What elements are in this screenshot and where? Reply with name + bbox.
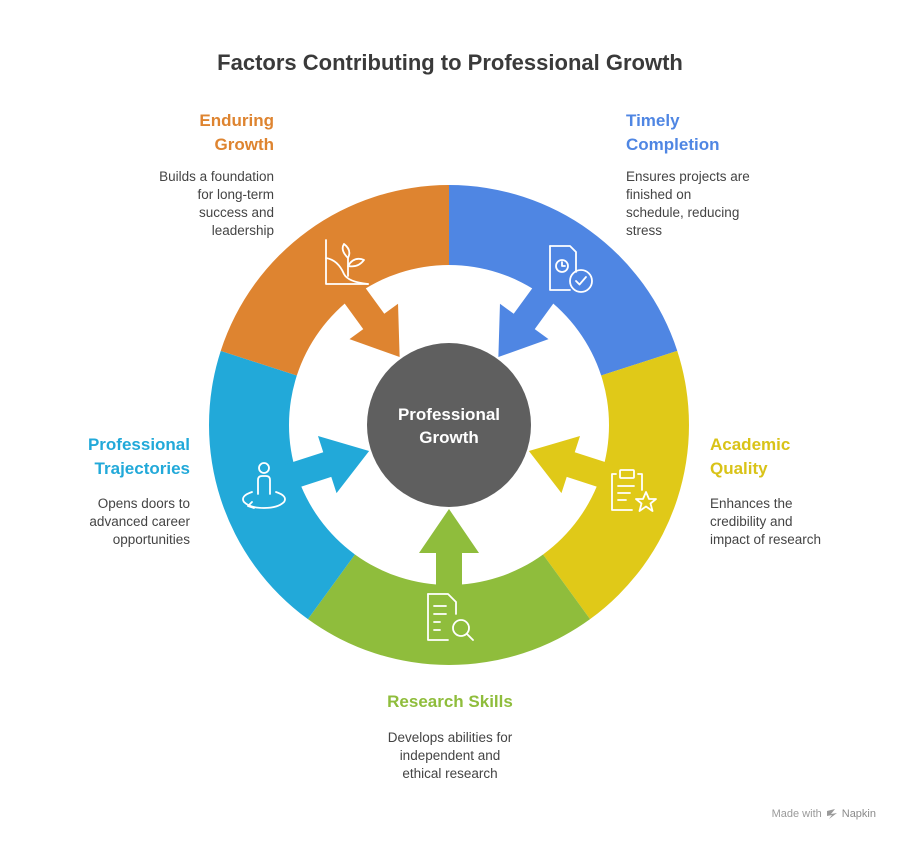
clipboard-star-icon — [611, 469, 657, 512]
desc-timely-completion: Ensures projects are finished on schedul… — [626, 168, 750, 240]
desc-line: for long-term — [197, 187, 274, 202]
page-title: Factors Contributing to Professional Gro… — [217, 50, 683, 75]
footer-brand: Napkin — [841, 808, 876, 820]
label-line: Timely — [626, 111, 680, 130]
desc-professional-trajectories: Opens doors to advanced career opportuni… — [20, 495, 190, 549]
arrow-timely — [498, 279, 560, 358]
ring-segment-academic — [543, 350, 689, 620]
desc-line: finished on — [626, 187, 692, 202]
label-enduring-growth: Enduring Growth — [100, 109, 274, 157]
label-timely-completion: Timely Completion — [626, 109, 720, 157]
center-label-line2: Growth — [419, 428, 479, 447]
arrow-enduring — [338, 279, 400, 358]
label-line: Trajectories — [94, 459, 190, 478]
label-line: Growth — [214, 135, 275, 154]
arrow-research — [419, 509, 479, 595]
label-line: Academic — [710, 435, 791, 454]
plant-growth-icon — [325, 239, 369, 285]
arrow-trajectories — [283, 436, 370, 494]
desc-line: Enhances the — [710, 496, 793, 511]
label-line: Research Skills — [387, 692, 513, 711]
person-orbit-icon — [242, 462, 286, 509]
desc-line: stress — [626, 223, 663, 238]
footer-watermark: Made with Napkin — [772, 808, 876, 820]
label-line: Professional — [87, 435, 190, 454]
desc-line: independent and — [399, 748, 501, 763]
desc-line: Develops abilities for — [387, 730, 513, 745]
desc-line: Ensures projects are — [626, 169, 750, 184]
desc-line: ethical research — [402, 766, 498, 781]
label-research-skills: Research Skills — [300, 690, 600, 714]
desc-line: impact of research — [710, 532, 822, 547]
desc-research-skills: Develops abilities for independent and e… — [300, 729, 600, 783]
label-line: Completion — [626, 135, 720, 154]
center-label-line1: Professional — [398, 405, 500, 424]
desc-line: credibility and — [710, 514, 793, 529]
desc-line: opportunities — [112, 532, 190, 547]
ring-segment-research — [307, 554, 591, 665]
document-search-icon — [427, 593, 474, 641]
footer-made-with: Made with — [771, 808, 822, 820]
desc-line: success and — [198, 205, 274, 220]
ring-segment-enduring — [220, 185, 449, 376]
desc-enduring-growth: Builds a foundation for long-term succes… — [100, 168, 274, 240]
label-line: Quality — [710, 459, 768, 478]
desc-line: Builds a foundation — [159, 169, 274, 184]
center-circle — [367, 343, 531, 507]
ring-segment-trajectories — [209, 350, 355, 620]
desc-line: leadership — [211, 223, 274, 238]
ring-segment-timely — [449, 185, 678, 376]
label-line: Enduring — [199, 111, 274, 130]
label-academic-quality: Academic Quality — [710, 433, 790, 481]
clock-document-check-icon — [549, 245, 593, 293]
desc-line: Opens doors to — [97, 496, 190, 511]
napkin-logo-icon — [826, 809, 837, 819]
label-professional-trajectories: Professional Trajectories — [20, 433, 190, 481]
desc-line: advanced career — [89, 514, 190, 529]
desc-line: schedule, reducing — [626, 205, 740, 220]
desc-academic-quality: Enhances the credibility and impact of r… — [710, 495, 821, 549]
arrow-academic — [528, 436, 615, 494]
